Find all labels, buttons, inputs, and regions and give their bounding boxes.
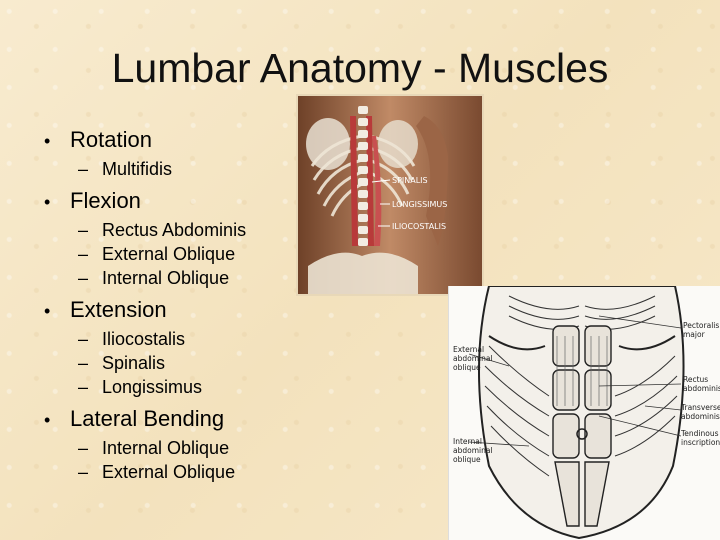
section-lateral-bending: • Lateral Bending – Internal Oblique – E… xyxy=(44,405,304,484)
label-spinalis: SPINALIS xyxy=(392,176,428,185)
dash-icon: – xyxy=(78,220,89,240)
list-item: – Multifidis xyxy=(78,159,173,179)
bullet-list: • Rotation – Multifidis • Flexion – Rect… xyxy=(44,126,304,490)
label-transverse-1: Transverse xyxy=(680,403,720,412)
dash-icon: – xyxy=(78,244,89,264)
list-item: – Internal Oblique xyxy=(78,438,230,458)
label-pectoralis-1: Pectoralis xyxy=(683,321,719,330)
bullet-icon: • xyxy=(44,131,51,151)
section-label: Rotation xyxy=(70,127,152,152)
label-internal-2: abdominal xyxy=(453,446,493,455)
label-transverse-2: abdominis xyxy=(681,412,720,421)
label-internal-1: Internal xyxy=(453,437,482,446)
section-label: Lateral Bending xyxy=(70,406,225,431)
list-item: – Longissimus xyxy=(78,377,203,397)
dash-icon: – xyxy=(78,329,89,349)
label-rectus-2: abdominis xyxy=(683,384,720,393)
bullet-icon: • xyxy=(44,410,51,430)
list-item: – External Oblique xyxy=(78,244,236,264)
section-label: Flexion xyxy=(70,188,141,213)
section-rotation: • Rotation – Multifidis xyxy=(44,126,304,181)
bullet-icon: • xyxy=(44,192,51,212)
abdominal-muscles-illustration: Pectoralis major External abdominal obli… xyxy=(449,286,720,540)
list-item: – External Oblique xyxy=(78,462,236,482)
dash-icon: – xyxy=(78,268,89,288)
list-item: – Iliocostalis xyxy=(78,329,186,349)
bullet-icon: • xyxy=(44,301,51,321)
list-item: – Internal Oblique xyxy=(78,268,230,288)
list-item: – Rectus Abdominis xyxy=(78,220,247,240)
section-flexion: • Flexion – Rectus Abdominis – External … xyxy=(44,187,304,290)
dash-icon: – xyxy=(78,159,89,179)
label-pectoralis-2: major xyxy=(683,330,706,339)
back-muscles-image: SPINALIS LONGISSIMUS ILIOCOSTALIS xyxy=(296,94,484,296)
back-muscles-illustration: SPINALIS LONGISSIMUS ILIOCOSTALIS xyxy=(298,96,482,294)
dash-icon: – xyxy=(78,462,89,482)
label-external-1: External xyxy=(453,345,484,354)
label-longissimus: LONGISSIMUS xyxy=(392,200,447,209)
dash-icon: – xyxy=(78,377,89,397)
label-external-3: oblique xyxy=(453,363,481,372)
dash-icon: – xyxy=(78,353,89,373)
label-internal-3: oblique xyxy=(453,455,481,464)
label-tendinous-2: inscriptions xyxy=(681,438,720,447)
abdominal-muscles-image: Pectoralis major External abdominal obli… xyxy=(448,286,720,540)
dash-icon: – xyxy=(78,438,89,458)
list-item: – Spinalis xyxy=(78,353,166,373)
label-tendinous-1: Tendinous xyxy=(680,429,719,438)
label-iliocostalis: ILIOCOSTALIS xyxy=(392,222,446,231)
label-rectus-1: Rectus xyxy=(683,375,708,384)
section-label: Extension xyxy=(70,297,167,322)
slide-title: Lumbar Anatomy - Muscles xyxy=(111,45,609,91)
section-extension: • Extension – Iliocostalis – Spinalis – … xyxy=(44,296,304,399)
label-external-2: abdominal xyxy=(453,354,493,363)
